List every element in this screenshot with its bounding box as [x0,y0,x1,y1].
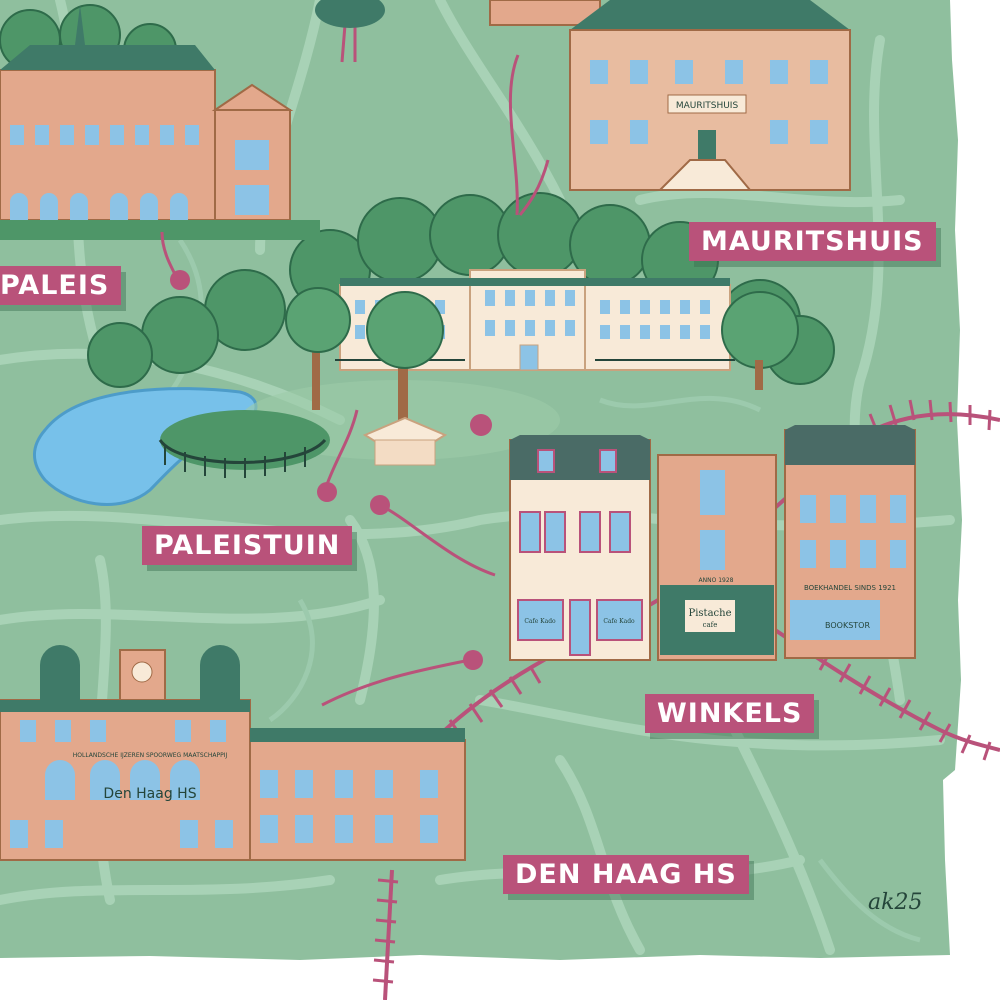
label-paleistuin[interactable]: PALEISTUIN [142,526,353,565]
shop-pistache-sign: Pistache [689,608,732,619]
pin-paleis[interactable] [170,270,190,290]
gazebo [362,416,448,466]
shop-cafe-right-sign: Cafe Kado [603,618,635,625]
shop-cafe-left-sign: Cafe Kado [524,618,556,625]
pin-garden[interactable] [470,414,492,436]
bookshop-top-sign: BOEKHANDEL SINDS 1921 [804,584,896,592]
pin-paleistuin-2[interactable] [370,495,390,515]
mauritshuis-building: MAURITSHUIS [489,0,851,191]
mauritshuis-sign: MAURITSHUIS [676,101,739,111]
label-den-haag-hs[interactable]: DEN HAAG HS [503,855,749,894]
shop-year-sign: ANNO 1928 [699,577,734,584]
shop-pistache-sub: cafe [703,621,718,629]
artist-signature: ak25 [868,890,923,915]
stork-feet [315,0,385,63]
station-building: HOLLANDSCHE IJZEREN SPOORWEG MAATSCHAPPI… [0,645,466,861]
bookshop-sign: BOOKSTOR [825,621,870,630]
station-name-sign: Den Haag HS [103,786,196,802]
paleis-building [0,4,320,240]
shops-row: Pistache cafe BOEKHANDEL SINDS 1921 BOOK… [509,425,916,661]
map-pins [170,270,492,670]
label-mauritshuis[interactable]: MAURITSHUIS [689,222,936,261]
pin-station[interactable] [463,650,483,670]
station-banner: HOLLANDSCHE IJZEREN SPOORWEG MAATSCHAPPI… [73,752,228,759]
label-paleis[interactable]: PALEIS [0,266,122,305]
label-winkels[interactable]: WINKELS [645,694,815,733]
pin-paleistuin-1[interactable] [317,482,337,502]
hedge-enclosure [158,410,330,478]
garden-trees [285,287,799,430]
